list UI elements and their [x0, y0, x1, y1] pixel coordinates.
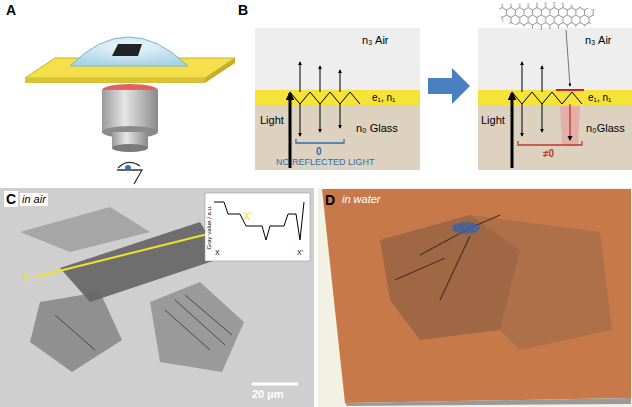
medium-label: n₃ Air [362, 34, 389, 47]
thin-film-left [255, 28, 420, 170]
line-end-label: X' [243, 210, 252, 223]
axis-label: X [215, 249, 220, 257]
film-label: e₁, n₁ [588, 92, 611, 104]
panel-letter: A [6, 2, 16, 18]
panel-letter: D [325, 192, 335, 208]
scale-bar-label: 20 µm [252, 388, 283, 401]
film-label: e₁, n₁ [372, 92, 395, 104]
light-label: Light [481, 114, 505, 127]
light-label: Light [260, 114, 284, 127]
intensity-value: ≠0 [543, 148, 554, 160]
axis-label: X' [297, 249, 303, 257]
medium-label: n₀Glass [586, 122, 625, 135]
optical-image-air [0, 188, 314, 407]
medium-label: n₃ Air [585, 34, 612, 47]
axis-title: Gray value / a.u. [206, 205, 213, 249]
panel-letter: B [238, 2, 248, 18]
intensity-value: 0 [316, 146, 322, 158]
condition-label: in air [20, 193, 48, 206]
medium-label: n₀ Glass [356, 122, 398, 135]
line-end-label: X [22, 272, 29, 285]
transition-arrow [428, 68, 470, 104]
panel-letter: C [4, 191, 18, 207]
note: NO REFLECTED LIGHT [276, 157, 375, 167]
condition-label: in water [342, 193, 381, 206]
thin-film-right [478, 2, 632, 170]
image-water [318, 188, 632, 407]
microscope-setup [25, 37, 235, 184]
